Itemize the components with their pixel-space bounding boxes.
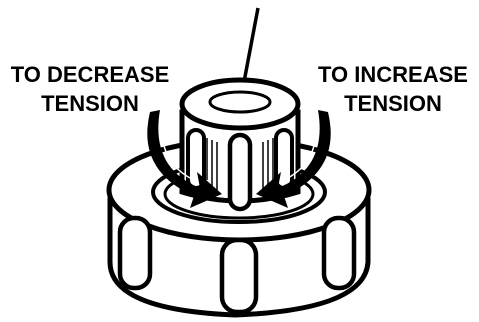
ring-ridge	[117, 215, 153, 291]
ring-ridge	[219, 237, 259, 315]
increase-arrow-icon	[256, 110, 331, 208]
decrease-label-line1: TO DECREASE	[11, 62, 170, 87]
decrease-arrow-icon	[147, 110, 222, 208]
decrease-label-line2: TENSION	[41, 91, 139, 116]
increase-label-line2: TENSION	[344, 91, 442, 116]
ring-ridge	[321, 215, 357, 291]
knob-ridge	[227, 132, 253, 212]
knob-shading	[206, 138, 274, 190]
inner-knob	[179, 77, 301, 212]
increase-label-line1: TO INCREASE	[318, 62, 468, 87]
thread-line	[242, 7, 260, 83]
